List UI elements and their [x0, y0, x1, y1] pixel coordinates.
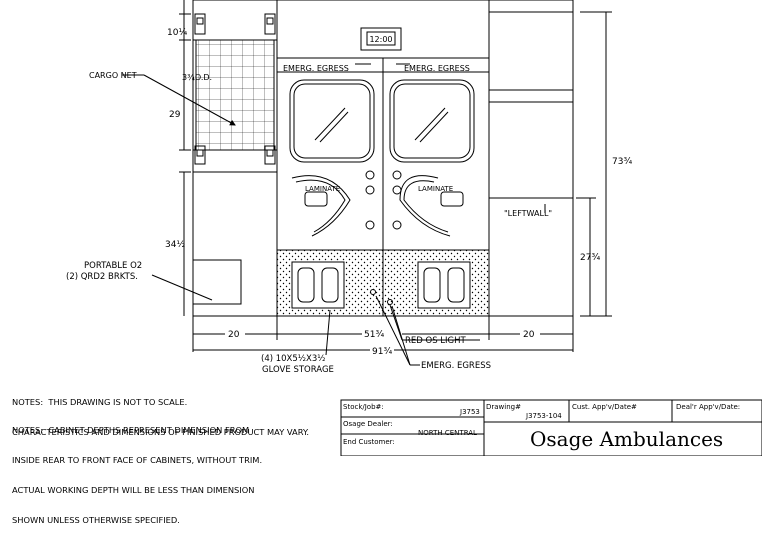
drawing-number-value: J3753-104 — [525, 412, 562, 420]
emergency-egress-left-label: EMERG. EGRESS — [283, 64, 349, 73]
dimension-20-left: 20 — [228, 330, 240, 340]
dealer-value: NORTH CENTRAL — [418, 429, 477, 437]
left-door-window — [289, 79, 375, 163]
portable-o2-label: PORTABLE O2 — [84, 261, 142, 271]
note-line-6: SHOWN UNLESS OTHERWISE SPECIFIED. — [12, 515, 180, 525]
glove-storage-label: GLOVE STORAGE — [262, 365, 334, 375]
drawing-number-label: Drawing# — [486, 403, 521, 411]
dealer-approval-label: Deal'r App'v/Date: — [676, 403, 740, 411]
right-upper-cabinet — [488, 11, 574, 103]
dimension-34-5: 34½ — [165, 240, 185, 250]
leftwall-area — [488, 197, 574, 317]
cargo-net-label: CARGO NET — [89, 71, 137, 80]
clock-housing — [360, 27, 402, 51]
customer-approval-label: Cust. App'v/Date# — [572, 403, 637, 411]
cabinet-notes: NOTES: CABINET DEPTHS REPRESENT DIMENSIO… — [12, 405, 262, 535]
company-logo-text: Osage Ambulances — [530, 427, 723, 451]
glove-box-right — [417, 261, 471, 309]
right-door-handle — [399, 175, 451, 237]
dimension-27-75: 27¾ — [580, 253, 600, 263]
note-line-1: NOTES: THIS DRAWING IS NOT TO SCALE. — [12, 397, 188, 407]
title-block — [340, 399, 762, 456]
right-latch — [440, 191, 464, 207]
right-door-window — [389, 79, 475, 163]
left-door-handle — [291, 175, 351, 237]
center-header-panel — [276, 0, 490, 59]
glove-box-left — [291, 261, 345, 309]
dealer-label: Osage Dealer: — [343, 420, 393, 428]
dimension-20-right: 20 — [523, 330, 535, 340]
note-line-5: ACTUAL WORKING DEPTH WILL BE LESS THAN D… — [12, 485, 255, 495]
note-line-4: INSIDE REAR TO FRONT FACE OF CABINETS, W… — [12, 455, 263, 465]
dimension-91-75: 91¾ — [372, 347, 392, 357]
note-line-2: CHARACTERISTICS AND DIMENSIONS OF FINISH… — [12, 427, 309, 437]
end-customer-label: End Customer: — [343, 438, 395, 446]
red-os-light-label: RED OS LIGHT — [405, 336, 467, 346]
dimension-29: 29 — [169, 110, 181, 120]
laminate-right-label: LAMINATE — [418, 185, 453, 193]
left-latch — [304, 191, 328, 207]
stock-job-value: J3753 — [459, 408, 480, 416]
stock-job-label: Stock/Job#: — [343, 403, 384, 411]
cabinet-elevation-drawing: 12:00 CARGO NET 3¾O.D. EMERG. EGRESS EME… — [66, 0, 762, 456]
clock-display: 12:00 — [369, 35, 392, 44]
emergency-egress-bottom-label: EMERG. EGRESS — [421, 361, 491, 371]
dimension-73-75: 73¾ — [612, 157, 632, 167]
glove-storage-size-label: (4) 10X5½X3½ — [261, 354, 326, 364]
scale-notes: NOTES: THIS DRAWING IS NOT TO SCALE. CHA… — [12, 377, 309, 447]
qrd2-brackets-label: (2) QRD2 BRKTS. — [66, 272, 138, 282]
cargo-net — [195, 39, 275, 151]
right-middle-cabinet — [488, 101, 574, 199]
dimension-10-25: 10¼ — [167, 28, 187, 38]
emergency-egress-right-label: EMERG. EGRESS — [404, 64, 470, 73]
note-line-3: NOTES: CABINET DEPTHS REPRESENT DIMENSIO… — [12, 425, 250, 435]
laminate-left-label: LAMINATE — [305, 185, 340, 193]
od-label: 3¾O.D. — [182, 73, 212, 82]
portable-o2-compartment — [192, 259, 242, 305]
dimension-51-75: 51¾ — [364, 330, 384, 340]
leftwall-label: "LEFTWALL" — [504, 209, 552, 218]
